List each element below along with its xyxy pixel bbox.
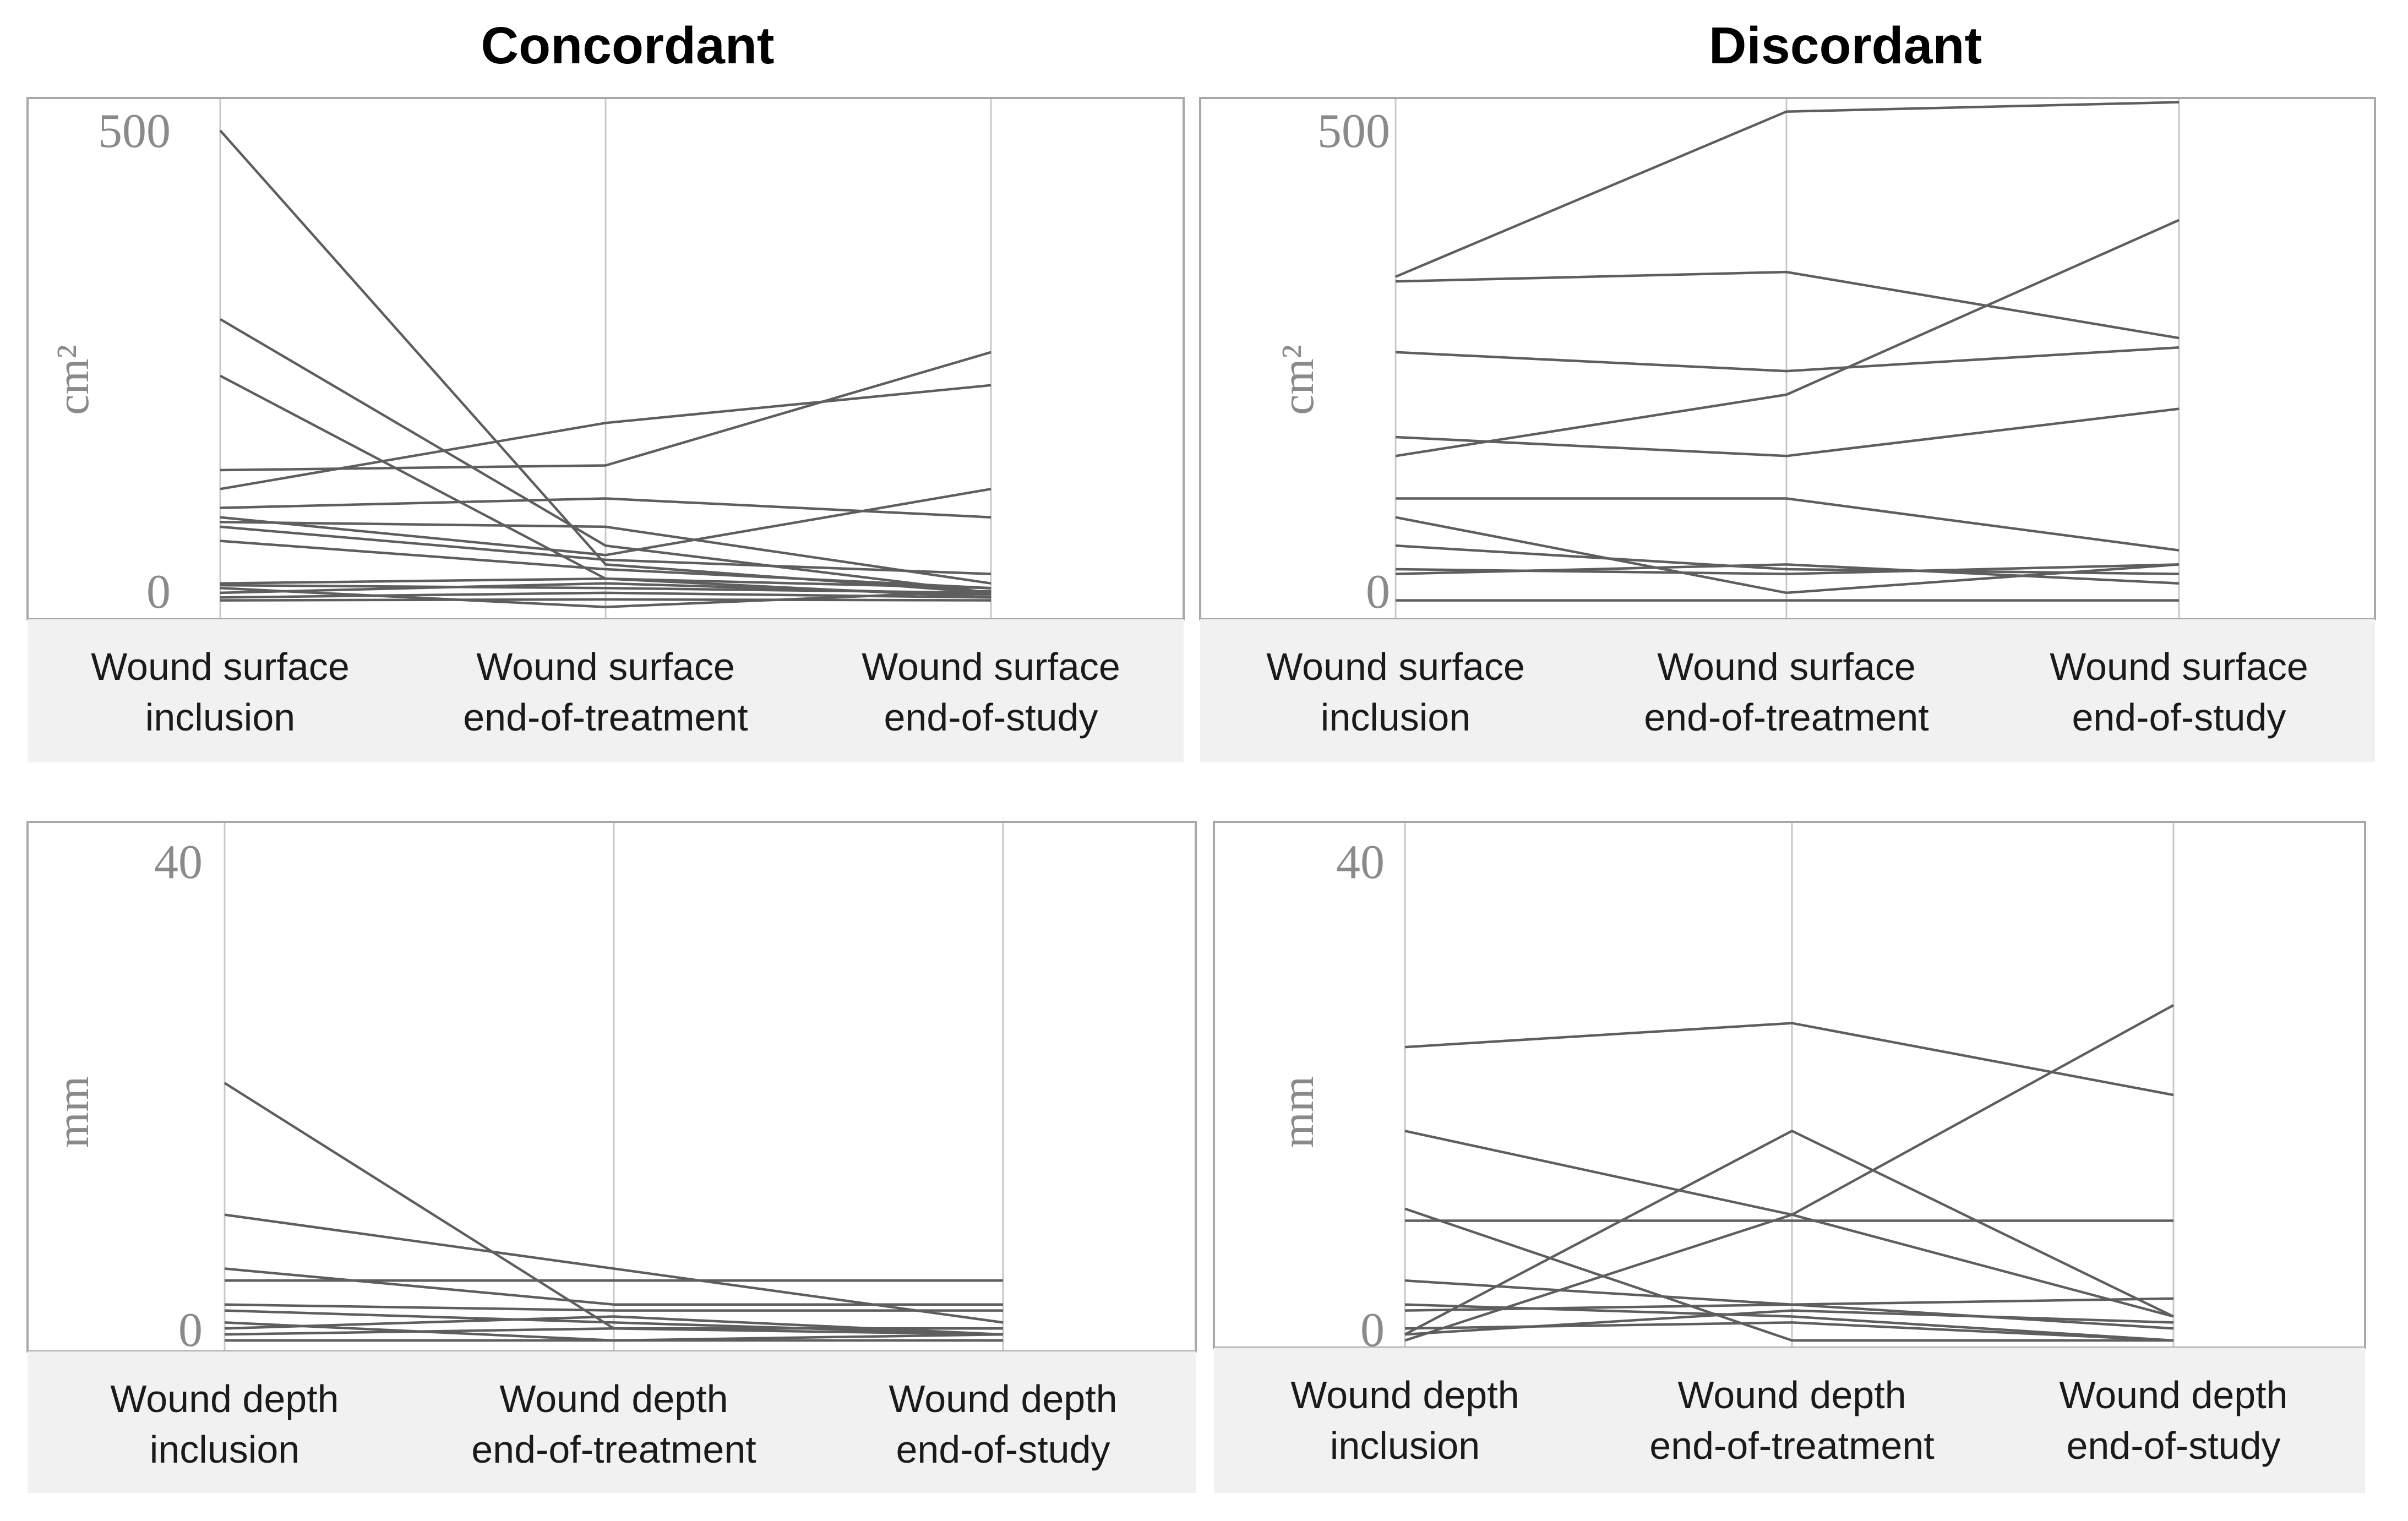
series-line-2 — [1395, 270, 2180, 340]
y-tick-label: 500 — [1317, 105, 1390, 158]
series-line-6 — [224, 1309, 1004, 1336]
y-tick-label: 40 — [154, 836, 203, 889]
category-strip — [28, 619, 1184, 762]
series-line-11 — [1404, 1309, 2174, 1336]
series-line-4 — [1404, 1207, 2173, 1342]
series-line-8 — [224, 1315, 1004, 1336]
plot-frame — [1213, 821, 2366, 1349]
series-line-15 — [220, 587, 991, 608]
series-line-5 — [220, 384, 991, 490]
series-line-3 — [1395, 346, 2180, 373]
series-line-1 — [1404, 1022, 2174, 1097]
series-line-10 — [1395, 563, 2180, 585]
series-line-1 — [1395, 101, 2180, 278]
series-line-8 — [1395, 544, 2180, 575]
y-tick-label: 0 — [178, 1304, 203, 1357]
y-tick-label: 500 — [98, 105, 171, 158]
series-line-7 — [220, 488, 991, 557]
series-line-5 — [224, 1303, 1003, 1312]
series-line-6 — [1396, 497, 2180, 552]
y-axis-unit-label: mm — [47, 1076, 99, 1148]
y-axis-unit-label: cm² — [47, 345, 99, 415]
series-line-16 — [220, 598, 991, 602]
y-axis-unit-label: mm — [1272, 1076, 1323, 1148]
category-strip — [1214, 1348, 2365, 1493]
series-line-2 — [219, 318, 991, 595]
series-line-9 — [224, 1327, 1004, 1336]
series-line-7 — [1395, 516, 2180, 595]
y-tick-label: 0 — [1366, 565, 1390, 619]
series-line-10 — [220, 539, 991, 590]
series-line-13 — [220, 582, 991, 596]
plot-frame — [26, 821, 1197, 1353]
series-line-1 — [219, 129, 991, 595]
series-line-5 — [1404, 1129, 2174, 1336]
y-tick-label: 40 — [1336, 836, 1385, 889]
series-line-6 — [1404, 1004, 2175, 1342]
y-tick-label: 0 — [146, 565, 171, 619]
plot-frame — [1199, 97, 2376, 620]
y-tick-label: 0 — [1360, 1304, 1385, 1357]
series-line-9 — [220, 525, 991, 575]
column-title-concordant: Concordant — [481, 17, 774, 75]
series-line-4 — [1395, 407, 2180, 457]
series-line-9 — [1404, 1297, 2174, 1312]
series-line-8 — [220, 521, 991, 585]
series-line-5 — [1395, 219, 2180, 457]
y-axis-unit-label: cm² — [1272, 345, 1323, 415]
column-title-discordant: Discordant — [1709, 17, 1982, 75]
category-strip — [1200, 619, 2375, 762]
series-line-4 — [220, 351, 991, 472]
category-strip — [28, 1351, 1196, 1493]
series-line-11 — [220, 577, 991, 590]
